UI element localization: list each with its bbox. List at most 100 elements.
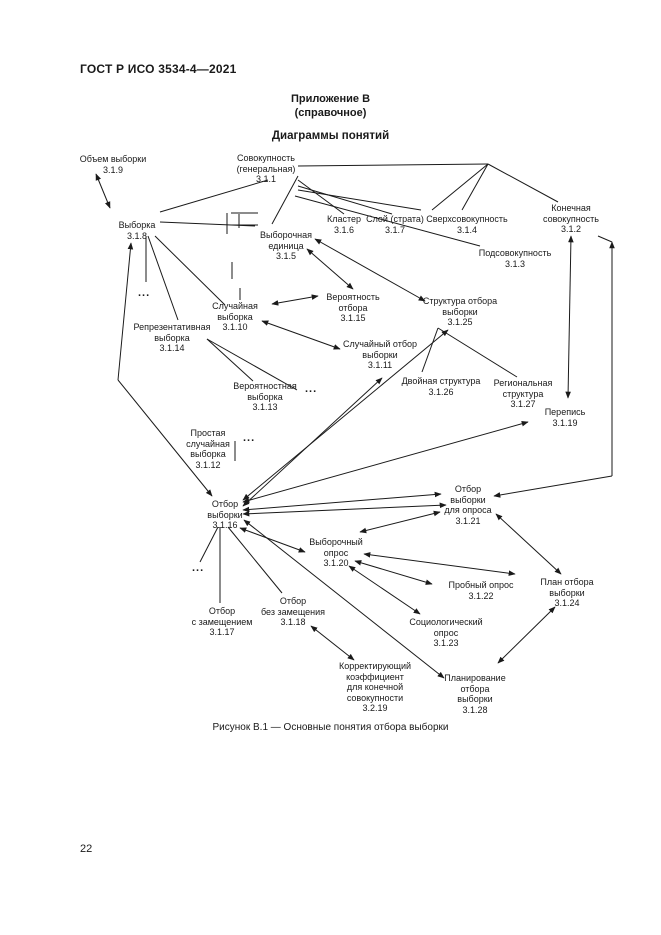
node-label-line: Сверхсовокупность (426, 214, 508, 224)
node-label-line: 3.1.9 (102, 164, 124, 175)
node-label-line: Двойная структура (401, 376, 481, 386)
relation-arrow (242, 421, 529, 503)
node-label-line: опрос (323, 547, 349, 558)
relation-arrow (95, 173, 111, 209)
node-label-line: 3.1.14 (159, 343, 185, 353)
node-label-line: 3.1.5 (275, 251, 297, 261)
node-label-line: Выборочный (309, 537, 363, 547)
node-label-line: выборка (190, 449, 226, 459)
node-label-line: выборки (442, 306, 478, 317)
node-label-line: совокупности (346, 692, 404, 703)
node-label-line: с замещением (191, 616, 253, 627)
relation-arrow (271, 294, 319, 306)
node-label-line: Отбор (211, 499, 239, 509)
relation-line (294, 195, 481, 247)
relation-arrow (497, 606, 556, 664)
relation-arrow (117, 379, 213, 497)
relation-arrow (565, 235, 574, 399)
relation-line (597, 235, 613, 243)
node-label-line: для конечной (346, 682, 404, 692)
node-label-line: Подсовокупность (478, 248, 552, 258)
node-label-line: Вероятностная (233, 381, 297, 391)
node-label-line: 3.1.17 (209, 627, 235, 637)
node-label-line: выборки (207, 509, 243, 520)
page-number: 22 (80, 843, 93, 855)
node-label-line: Кластер (326, 214, 362, 224)
node-label-line: Корректирующий (338, 661, 412, 671)
relation-arrow (310, 625, 355, 661)
node-label-line: 3.1.27 (510, 399, 536, 409)
node-label-line: 3.1.21 (455, 515, 481, 526)
node-population: Совокупность(генеральная)3.1.1 (237, 153, 296, 185)
node-label-line: случайная (186, 438, 230, 449)
node-label-line: 3.1.10 (222, 322, 248, 332)
node-label-line: 3.2.19 (362, 703, 388, 713)
node-label-line: для опроса (444, 505, 492, 515)
node-label-line: выборки (362, 349, 398, 360)
node-label-line: 3.1.8 (126, 230, 148, 241)
relation-line (461, 163, 489, 211)
annex-title: Приложение В (справочное) (0, 92, 661, 120)
relation-line (297, 163, 489, 167)
diagram-title: Диаграммы понятий (271, 130, 390, 142)
relation-line (297, 185, 393, 215)
node-label-line: План отбора (540, 577, 594, 587)
node-label-line: 3.1.23 (433, 638, 459, 648)
node-label-line: Отбор (454, 484, 482, 494)
node-label-line: Случайный отбор (342, 339, 418, 349)
node-label-line: Слой (страта) (366, 214, 424, 224)
node-stratum: Слой (страта)3.1.7 (366, 214, 424, 235)
node-label-line: совокупность (543, 213, 599, 224)
node-label-line: 3.1.1 (255, 174, 277, 184)
ellipsis-sampling: ... (192, 562, 205, 574)
node-label-line: выборка (247, 391, 283, 402)
node-label-line: 3.1.4 (456, 224, 478, 235)
node-label-line: 3.1.24 (554, 598, 580, 608)
relation-line (147, 235, 179, 321)
node-label-line: Выборка (118, 220, 156, 230)
node-label-line: 3.1.3 (504, 258, 526, 269)
node-label-line: выборка (154, 332, 190, 343)
relation-arrow (314, 238, 426, 302)
node-label-line: Случайная (212, 301, 258, 311)
node-label-line: опрос (433, 627, 459, 638)
node-label-line: Планирование (444, 673, 506, 683)
node-label-line: без замещения (261, 606, 325, 617)
relation-arrow (495, 513, 562, 575)
node-label-line: Перепись (544, 407, 586, 417)
node-label-line: 3.1.13 (252, 402, 278, 412)
node-label-line: единица (268, 240, 304, 251)
node-label-line: Объем выборки (79, 154, 147, 164)
relation-line (154, 235, 226, 306)
node-label-line: 3.1.18 (280, 617, 306, 627)
node-label-line: Пробный опрос (448, 580, 514, 590)
node-label-line: выборка (217, 311, 253, 322)
document-header: ГОСТ Р ИСО 3534-4—2021 (80, 62, 237, 76)
node-label-line: структура (502, 388, 544, 399)
relation-line (431, 163, 489, 211)
node-label-line: 3.1.22 (468, 590, 494, 601)
node-label-line: 3.1.20 (323, 558, 349, 568)
node-label-line: 3.1.16 (212, 520, 238, 530)
node-label-line: отбора (338, 302, 368, 313)
node-label-line: Отбор (279, 596, 307, 606)
relation-line (271, 175, 299, 225)
node-label-line: 3.1.26 (428, 386, 454, 397)
relation-line (297, 189, 422, 211)
node-label-line: 3.1.12 (195, 459, 221, 470)
node-label-line: Структура отбора (422, 296, 498, 306)
ellipsis-probability-sample: ... (305, 383, 318, 395)
